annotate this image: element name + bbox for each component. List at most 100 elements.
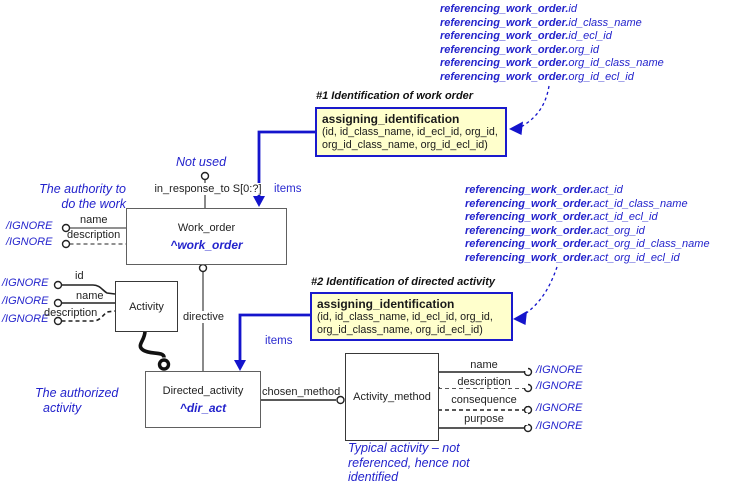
activity-method-purpose-label: purpose <box>440 413 528 425</box>
ref-prefix: referencing_work_order. <box>440 30 569 43</box>
authorized-note: The authorized activity <box>35 386 145 415</box>
items-label-1: items <box>274 183 302 195</box>
entity-name: Work_order <box>177 221 236 234</box>
ref-item: referencing_work_order.act_org_id <box>465 225 710 239</box>
ref-suffix: act_org_id <box>593 224 645 237</box>
activity-method-consequence-label: consequence <box>440 394 528 406</box>
terminal-circle <box>523 423 533 433</box>
ref-prefix: referencing_work_order. <box>440 43 569 56</box>
reference-pointer-arrowhead-2 <box>513 311 527 325</box>
ref-prefix: referencing_work_order. <box>465 184 594 196</box>
activity-method-name-label: name <box>440 359 528 371</box>
activity-method-description-label: description <box>440 376 528 388</box>
ref-item: referencing_work_order.act_org_id_ecl_id <box>465 252 710 266</box>
note2-caption: #2 Identification of directed activity <box>311 276 495 288</box>
authorized-line1: The authorized <box>35 386 119 400</box>
entity-activity: Activity <box>115 281 178 332</box>
ref-item: referencing_work_order.act_id <box>465 184 710 198</box>
authority-line2: do the work <box>61 196 126 211</box>
typical-line3: identified <box>348 470 399 484</box>
ref-suffix: act_id <box>593 184 623 196</box>
note1-caption: #1 Identification of work order <box>316 90 474 102</box>
terminal-circle <box>336 395 345 405</box>
terminal-circle <box>53 298 63 308</box>
entity-ref: ^dir_act <box>179 400 227 415</box>
note2-title: assigning_identification <box>317 297 455 311</box>
entity-activity-method: Activity_method <box>345 353 439 441</box>
ref-suffix: act_org_id_class_name <box>593 238 710 251</box>
terminal-circle <box>61 239 71 249</box>
ref-item: referencing_work_order.id_class_name <box>440 17 664 31</box>
terminal-circle <box>53 280 63 290</box>
terminal-circle <box>53 316 63 326</box>
ignore-label: /IGNORE <box>2 277 49 289</box>
not-used-note: Not used <box>175 155 227 169</box>
activity-description-label: description <box>44 307 98 319</box>
activity-id-label: id <box>75 270 84 282</box>
items-connector-1 <box>257 130 315 197</box>
ref-prefix: referencing_work_order. <box>440 16 569 29</box>
items-connector-2 <box>238 313 310 361</box>
typical-line1: Typical activity – not <box>348 441 460 455</box>
typical-activity-note: Typical activity – not referenced, hence… <box>348 441 498 485</box>
entity-name: Activity <box>129 300 164 313</box>
note1-title: assigning_identification <box>322 112 460 126</box>
note1-params-line1: (id, id_class_name, id_ecl_id, org_id, <box>322 126 498 138</box>
ignore-label: /IGNORE <box>536 380 583 392</box>
ref-prefix: referencing_work_order. <box>465 238 594 251</box>
referencing-list-2: referencing_work_order.act_id referencin… <box>465 184 710 266</box>
ignore-label: /IGNORE <box>536 420 583 432</box>
work-order-name-label: name <box>80 214 108 226</box>
ignore-label: /IGNORE <box>6 220 53 232</box>
activity-description-line <box>61 310 116 322</box>
subtype-terminal-ring <box>157 358 171 371</box>
ignore-label: /IGNORE <box>536 364 583 376</box>
ref-suffix: org_id <box>568 43 599 56</box>
ref-prefix: referencing_work_order. <box>465 224 594 237</box>
items-arrowhead-2 <box>234 360 246 371</box>
ref-item: referencing_work_order.id_ecl_id <box>440 30 664 44</box>
subtype-curve <box>138 330 166 359</box>
entity-name: Activity_method <box>353 391 431 403</box>
ignore-label: /IGNORE <box>536 402 583 414</box>
ref-item: referencing_work_order.act_org_id_class_… <box>465 238 710 252</box>
note2-params-line1: (id, id_class_name, id_ecl_id, org_id, <box>317 311 493 323</box>
entity-directed-activity: Directed_activity ^dir_act <box>145 371 261 428</box>
ref-suffix: org_id_class_name <box>568 57 664 70</box>
entity-work-order: Work_order ^work_order <box>126 208 287 265</box>
terminal-circle <box>523 405 533 415</box>
note1-params-line2: org_id_class_name, org_id_ecl_id) <box>322 139 488 151</box>
ref-prefix: referencing_work_order. <box>440 70 569 83</box>
reference-pointer-curve-2 <box>524 266 558 315</box>
ref-suffix: id <box>568 3 577 15</box>
typical-line2: referenced, hence not <box>348 455 470 470</box>
note2-params-line2: org_id_class_name, org_id_ecl_id) <box>317 324 483 336</box>
terminal-circle <box>200 171 210 181</box>
ref-prefix: referencing_work_order. <box>440 3 569 15</box>
activity-name-label: name <box>76 290 104 302</box>
ignore-label: /IGNORE <box>2 295 49 307</box>
items-arrowhead-1 <box>253 196 265 207</box>
ref-item: referencing_work_order.org_id_class_name <box>440 57 664 71</box>
ref-item: referencing_work_order.act_id_ecl_id <box>465 211 710 225</box>
authority-line1: The authority to <box>39 182 126 196</box>
referencing-list-1: referencing_work_order.id referencing_wo… <box>440 3 664 85</box>
ref-suffix: org_id_ecl_id <box>568 70 634 83</box>
note2-box: assigning_identification (id, id_class_n… <box>310 292 513 341</box>
ref-item: referencing_work_order.org_id <box>440 44 664 58</box>
ref-suffix: id_ecl_id <box>568 30 612 43</box>
items-label-2: items <box>265 335 293 347</box>
ref-prefix: referencing_work_order. <box>465 211 594 224</box>
reference-pointer-curve-1 <box>520 85 550 128</box>
ref-suffix: id_class_name <box>568 16 642 29</box>
ref-suffix: act_id_ecl_id <box>593 211 658 224</box>
authorized-line2: activity <box>43 400 82 415</box>
entity-name: Directed_activity <box>162 384 244 397</box>
ref-prefix: referencing_work_order. <box>440 57 569 70</box>
chosen-method-label: chosen_method <box>262 386 341 398</box>
authority-note: The authority to do the work <box>28 182 126 211</box>
ref-prefix: referencing_work_order. <box>465 197 594 210</box>
work-order-description-label: description <box>67 229 121 241</box>
